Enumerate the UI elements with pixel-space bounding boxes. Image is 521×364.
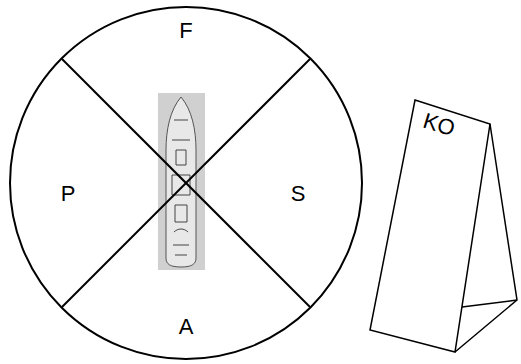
direction-label: S <box>291 183 306 205</box>
direction-label: A <box>179 316 194 338</box>
direction-label: P <box>61 183 76 205</box>
tent-card: KO <box>365 95 521 360</box>
direction-label: F <box>179 20 192 42</box>
ship-hull <box>166 97 196 267</box>
ship-background <box>158 93 205 270</box>
compass-circle: F P S A <box>8 5 364 361</box>
